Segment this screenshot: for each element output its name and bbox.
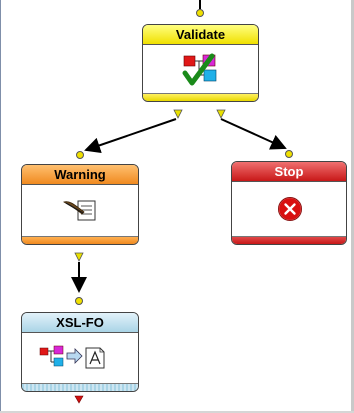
xslfo-node-title: XSL-FO — [22, 313, 138, 333]
validate-check-icon — [182, 53, 217, 86]
canvas-right-border — [351, 0, 354, 413]
stop-node-footer — [232, 236, 346, 244]
warning-node-title: Warning — [22, 165, 138, 185]
stop-node[interactable]: Stop — [231, 161, 347, 245]
stop-x-icon — [278, 197, 302, 221]
warning-input-port[interactable] — [76, 151, 84, 159]
validate-input-port[interactable] — [196, 9, 204, 17]
warning-node-footer — [22, 236, 138, 244]
stop-node-title: Stop — [232, 162, 346, 182]
validate-output-port-left[interactable] — [173, 109, 183, 119]
validate-node-title: Validate — [143, 25, 258, 45]
validate-node-footer — [143, 93, 258, 101]
validate-output-port-right[interactable] — [216, 109, 226, 119]
validate-node[interactable]: Validate — [142, 24, 259, 102]
warning-quill-icon — [63, 200, 96, 221]
canvas-left-border — [0, 0, 1, 413]
xslfo-node[interactable]: XSL-FO — [21, 312, 139, 392]
warning-output-port[interactable] — [74, 252, 84, 262]
canvas-bottom-border — [0, 411, 354, 413]
warning-node[interactable]: Warning — [21, 164, 139, 245]
stop-input-port[interactable] — [285, 150, 293, 158]
wire-validate-to-warning — [84, 118, 177, 154]
xslfo-input-port[interactable] — [75, 297, 83, 305]
xslfo-transform-icon — [39, 345, 105, 369]
xslfo-output-port[interactable] — [74, 395, 84, 404]
wire-validate-to-stop — [220, 118, 287, 150]
xslfo-node-footer — [22, 383, 138, 391]
